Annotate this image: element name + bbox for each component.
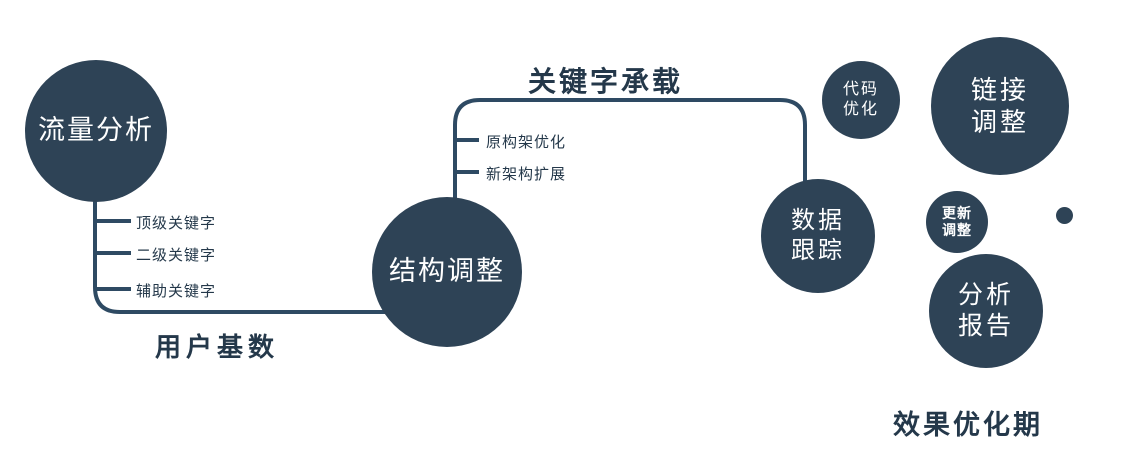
node-update-adjustment: 更新 调整 bbox=[926, 191, 988, 253]
branch-label-new-architecture: 新架构扩展 bbox=[486, 166, 567, 183]
node-link-adjustment: 链接 调整 bbox=[931, 37, 1069, 175]
node-code-optimization-line2: 优化 bbox=[842, 101, 879, 118]
node-structure-adjustment: 结构调整 bbox=[372, 197, 522, 347]
branch-label-top-keywords: 顶级关键字 bbox=[136, 215, 217, 232]
node-analysis-report-line2: 报告 bbox=[957, 312, 1014, 340]
edge-label-keyword-carrying: 关键字承载 bbox=[528, 66, 684, 97]
node-analysis-report-line1: 分析 bbox=[957, 280, 1014, 309]
small-dot-marker bbox=[1056, 207, 1073, 224]
node-structure-adjustment-label: 结构调整 bbox=[389, 256, 505, 287]
node-data-tracking: 数据 跟踪 bbox=[761, 179, 875, 293]
caption-effect-optimization-period: 效果优化期 bbox=[893, 410, 1043, 440]
node-traffic-analysis: 流量分析 bbox=[25, 60, 167, 202]
node-traffic-analysis-label: 流量分析 bbox=[38, 115, 154, 146]
node-update-adjustment-line1: 更新 bbox=[942, 204, 972, 221]
branch-label-auxiliary-keywords: 辅助关键字 bbox=[136, 283, 217, 300]
node-update-adjustment-line2: 调整 bbox=[942, 222, 972, 238]
branch-label-original-architecture: 原构架优化 bbox=[486, 134, 567, 151]
node-data-tracking-line1: 数据 bbox=[791, 207, 845, 234]
node-data-tracking-line2: 跟踪 bbox=[791, 237, 845, 264]
node-link-adjustment-line2: 调整 bbox=[970, 107, 1029, 137]
branch-label-secondary-keywords: 二级关键字 bbox=[136, 247, 217, 264]
edge-structure-to-tracking bbox=[453, 98, 807, 210]
node-code-optimization: 代码 优化 bbox=[822, 61, 900, 139]
edge-traffic-to-structure bbox=[93, 185, 400, 314]
node-analysis-report: 分析 报告 bbox=[929, 254, 1043, 368]
node-link-adjustment-line1: 链接 bbox=[970, 74, 1029, 105]
edge-label-user-base: 用户基数 bbox=[155, 332, 280, 362]
node-code-optimization-line1: 代码 bbox=[842, 81, 879, 98]
